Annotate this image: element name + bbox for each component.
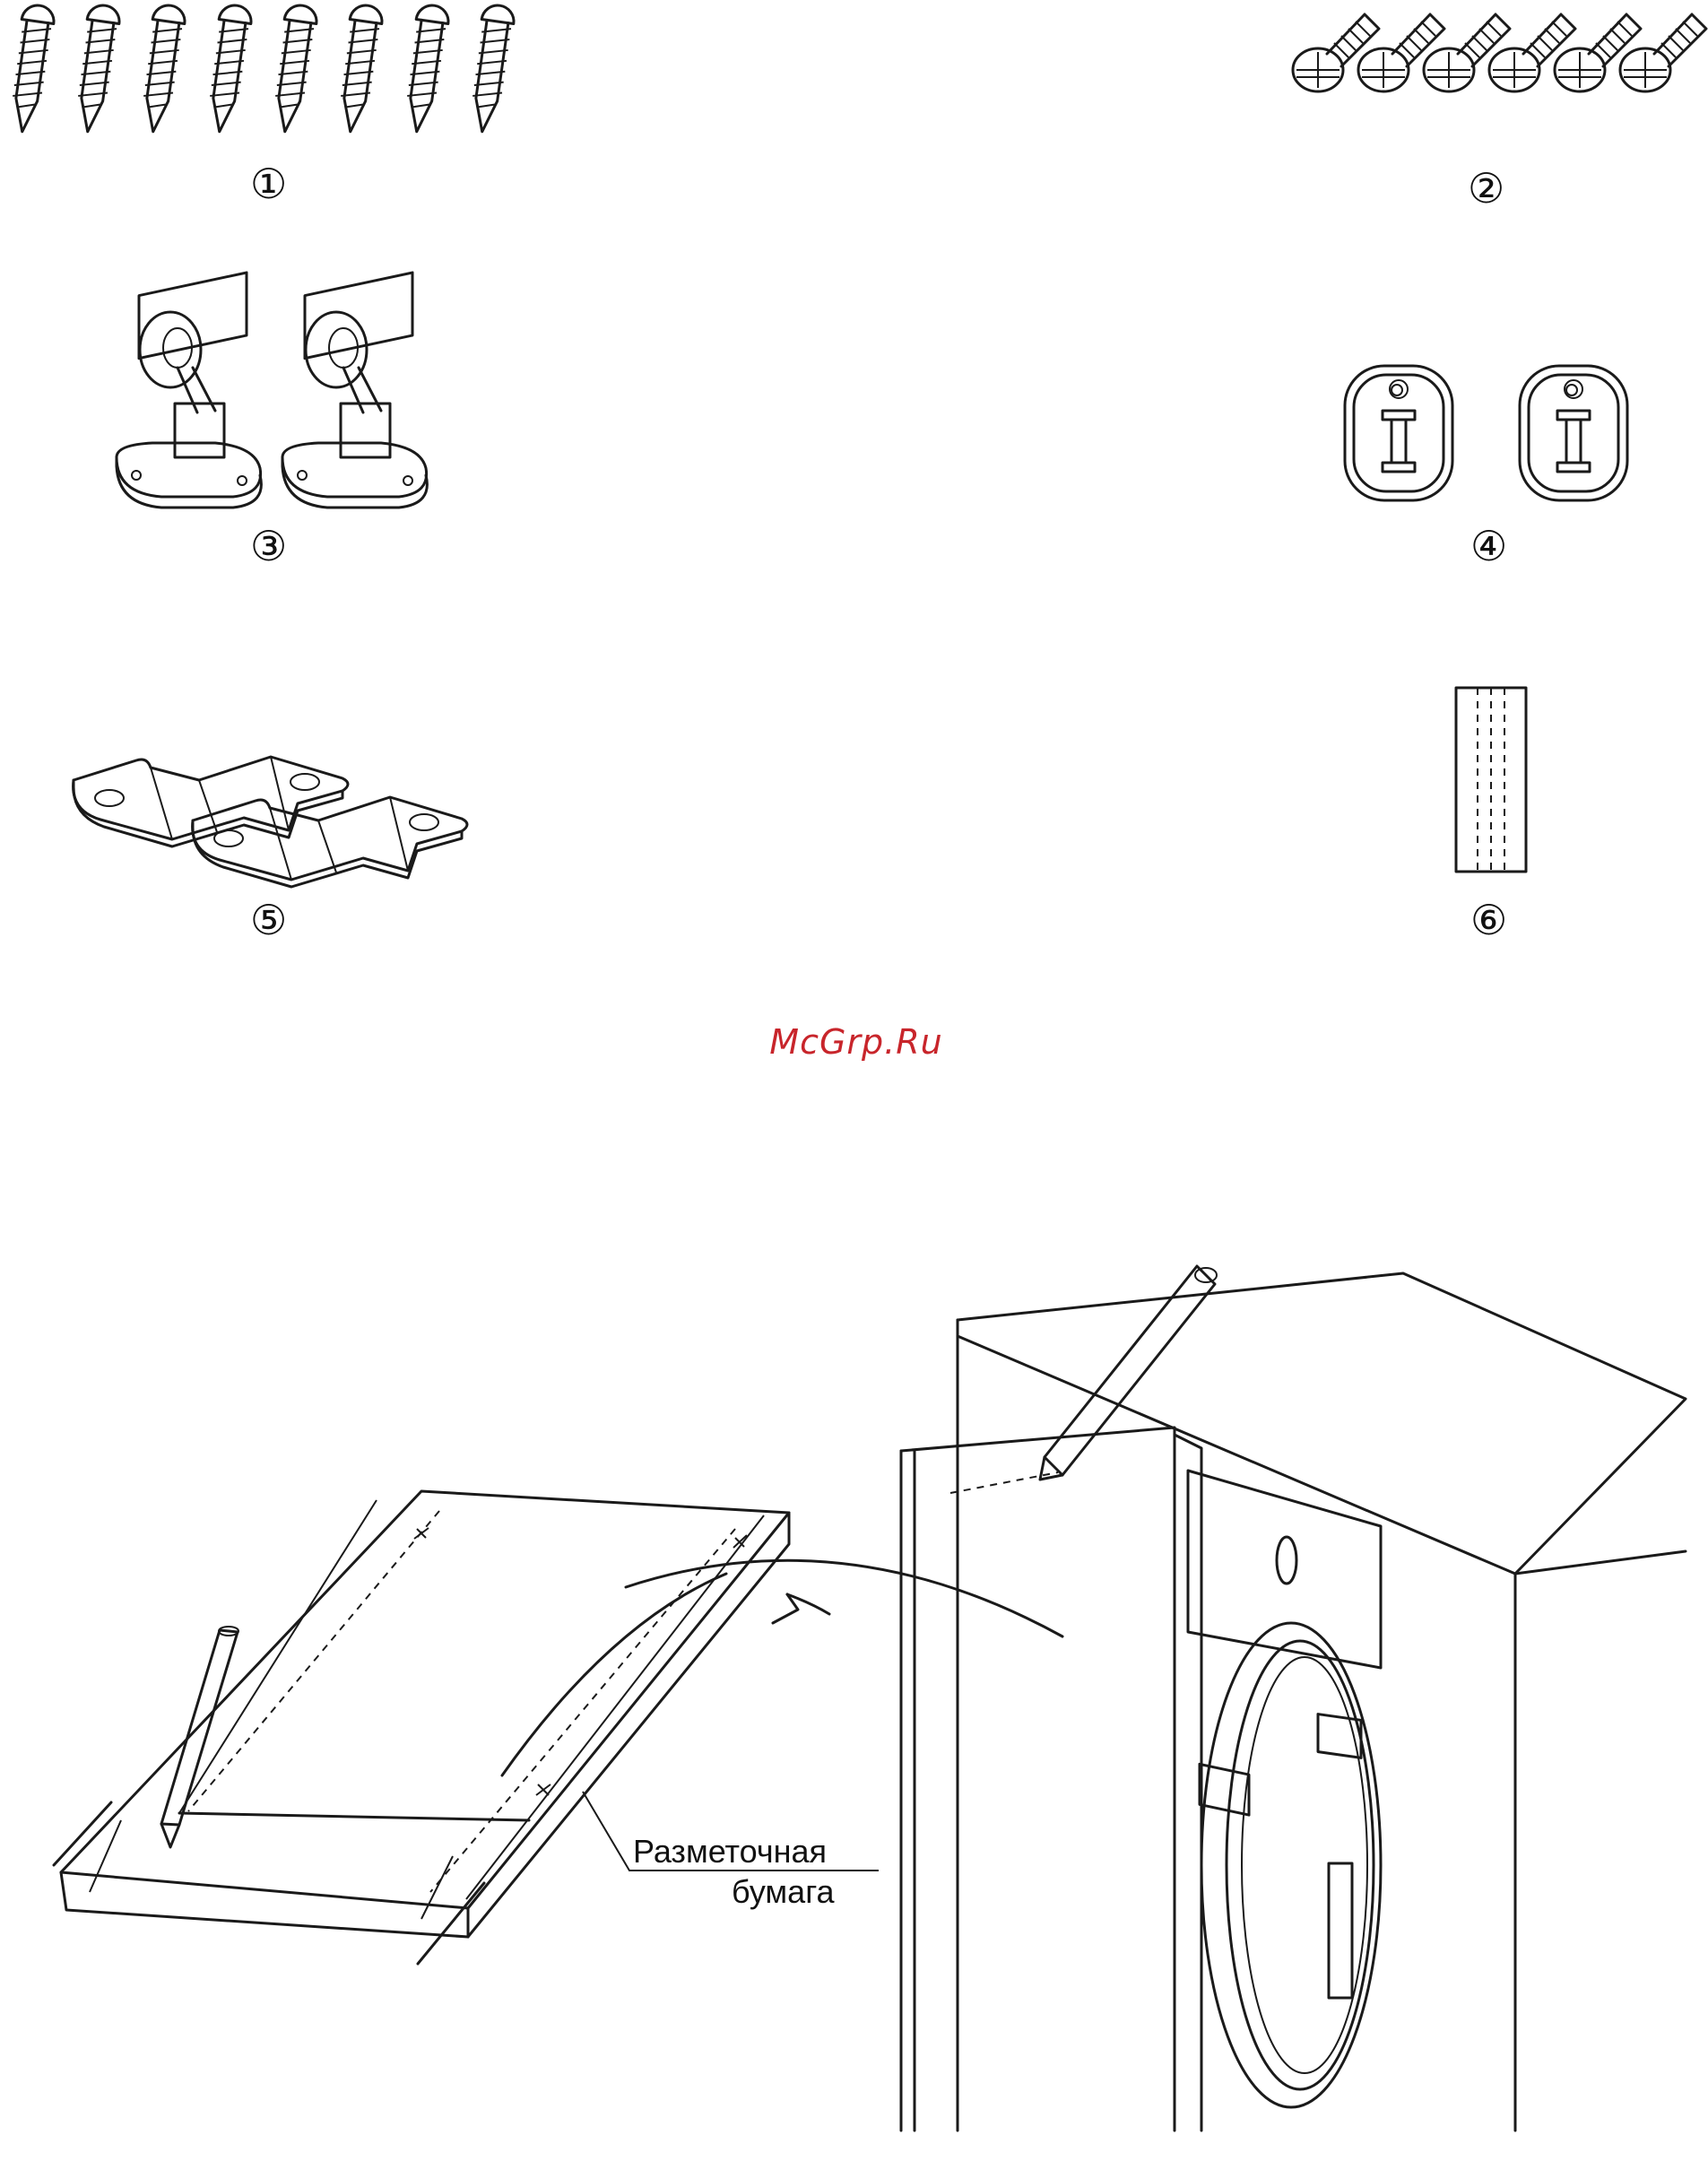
- paper-edge-curve: [502, 1574, 726, 1775]
- machine-screws-icon: [1293, 14, 1706, 91]
- part-label-5: ⑤: [250, 899, 287, 941]
- callout-line-1: Разметочная: [633, 1831, 835, 1871]
- part-label-3: ③: [250, 525, 287, 567]
- adhesive-strip-icon: [1456, 688, 1526, 872]
- transfer-arrow: [626, 1560, 1062, 1636]
- part-label-1: ①: [250, 163, 287, 204]
- pencil-on-cabinet-icon: [1040, 1266, 1217, 1480]
- part-label-2: ②: [1468, 168, 1504, 209]
- part-label-4: ④: [1470, 525, 1507, 567]
- watermark-text: McGrp.Ru: [717, 1022, 995, 1062]
- callout-line-2: бумага: [633, 1871, 835, 1912]
- magnet-holders-icon: [1345, 366, 1627, 500]
- mounting-plates-icon: [74, 757, 467, 887]
- washing-machine: [1188, 1471, 1381, 2107]
- built-in-cabinet: [901, 1273, 1686, 2131]
- part-label-6: ⑥: [1470, 899, 1507, 941]
- marking-paper-callout: Разметочная бумага: [633, 1831, 835, 1912]
- tapping-screws-icon: [6, 4, 516, 135]
- hinge-brackets-icon: [117, 273, 427, 508]
